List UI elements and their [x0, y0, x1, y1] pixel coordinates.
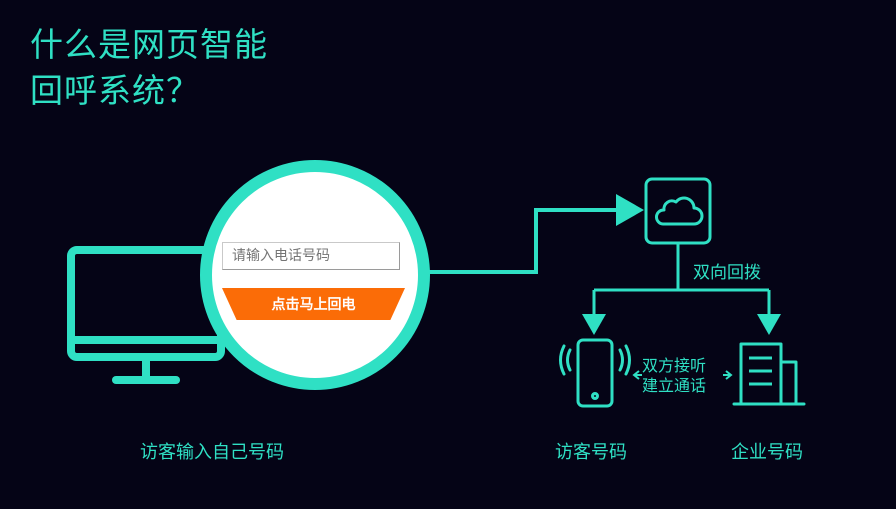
- connect-label: 双方接听 建立通话: [642, 356, 706, 396]
- visitor-input-label: 访客输入自己号码: [140, 442, 284, 463]
- page-title-line-2: 回呼系统？: [30, 71, 200, 110]
- page-title-line-1: 什么是网页智能: [30, 25, 268, 64]
- phone-number-input[interactable]: [222, 242, 400, 270]
- call-me-now-button[interactable]: 点击马上回电: [222, 288, 405, 320]
- connect-arrows: [632, 370, 733, 380]
- magnifier-callback-form: 点击马上回电: [200, 160, 430, 390]
- cloud-icon: [644, 177, 712, 245]
- office-building-icon: [732, 342, 806, 406]
- visitor-number-label: 访客号码: [555, 442, 627, 463]
- connect-label-line-2: 建立通话: [642, 376, 707, 395]
- callback-label: 双向回拨: [693, 263, 761, 283]
- monitor-icon: [67, 246, 225, 384]
- callback-branch: [582, 243, 781, 335]
- company-number-label: 企业号码: [731, 442, 803, 463]
- connector-to-cloud: [428, 194, 644, 274]
- page-title: 什么是网页智能 回呼系统？: [30, 22, 268, 114]
- mobile-phone-icon: [559, 338, 631, 408]
- connect-label-line-1: 双方接听: [642, 356, 707, 375]
